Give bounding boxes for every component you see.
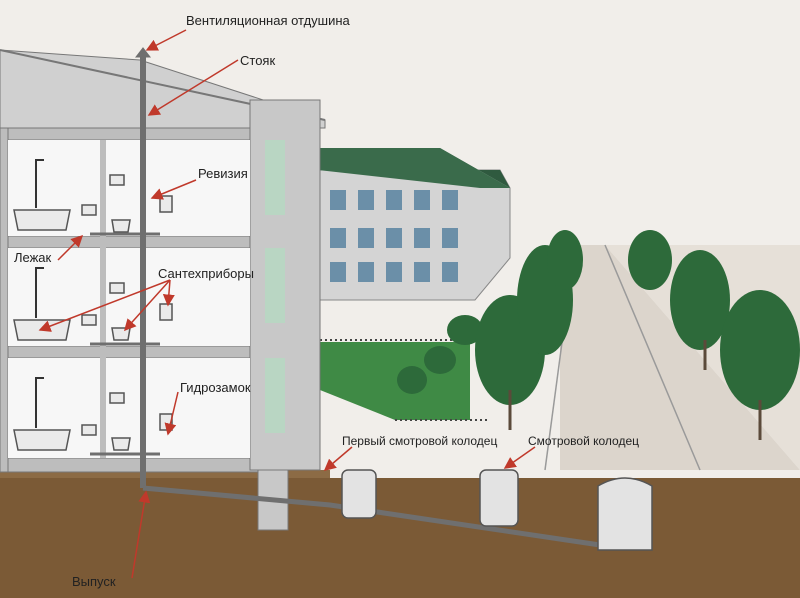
- label-riser: Стояк: [240, 53, 275, 68]
- vent-cap: [134, 47, 152, 58]
- label-first-well: Первый смотровой колодец: [342, 434, 497, 448]
- label-lezhak: Лежак: [14, 250, 52, 265]
- main-building: [0, 49, 326, 531]
- background-building: [317, 148, 511, 301]
- label-trap: Гидрозамок: [180, 380, 251, 395]
- label-revision: Ревизия: [198, 166, 248, 181]
- shower-heads: [35, 159, 44, 428]
- road-edge: [604, 244, 701, 471]
- ground: [0, 478, 800, 598]
- trees: [397, 230, 800, 410]
- sewer-pipes: [90, 47, 601, 548]
- label-arrows: [38, 29, 536, 579]
- manholes: [341, 469, 653, 551]
- label-outlet: Выпуск: [72, 574, 116, 589]
- road: [560, 245, 800, 470]
- floors-interior: [8, 140, 250, 458]
- label-vent: Вентиляционная отдушина: [186, 13, 351, 28]
- label-well: Смотровой колодец: [528, 434, 639, 448]
- outlet-pipe: [142, 485, 601, 548]
- tree-trunks: [508, 340, 762, 440]
- label-fixtures: Сантехприборы: [158, 266, 254, 281]
